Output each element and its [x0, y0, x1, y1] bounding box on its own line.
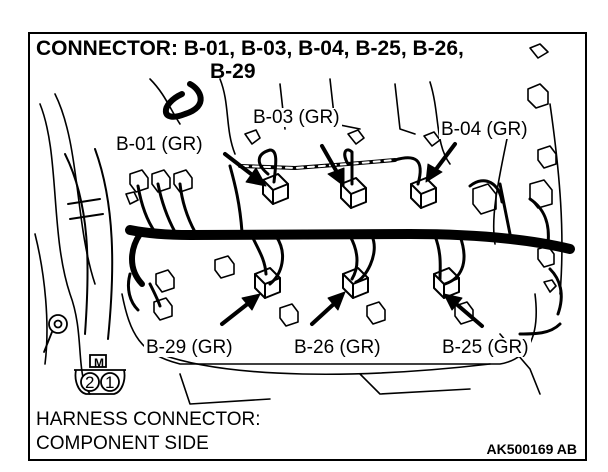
loop-wire [162, 81, 204, 120]
connector-b29 [254, 267, 281, 299]
callout-b03: B-03 (GR) [251, 107, 342, 128]
callout-b26: B-26 (GR) [292, 337, 383, 358]
callout-arrows [220, 142, 484, 328]
engine-harness-drawing [34, 43, 575, 405]
callout-b01: B-01 (GR) [114, 134, 205, 155]
title-line-2: B-29 [210, 60, 256, 83]
callout-b25: B-25 (GR) [440, 337, 531, 358]
hose-left [64, 148, 114, 340]
engine-outline [34, 78, 563, 405]
connector-b04 [410, 177, 437, 209]
connector-diagram: CONNECTOR: B-01, B-03, B-04, B-25, B-26,… [28, 32, 587, 461]
connector-face-symbol [74, 354, 126, 395]
callout-b04: B-04 (GR) [439, 119, 530, 140]
main-harness-lower [129, 231, 145, 287]
connector-b26 [342, 267, 369, 299]
connector-housing [74, 369, 126, 395]
pin-1-circle [100, 372, 120, 392]
connector-b03 [340, 177, 367, 209]
injector-leads-lower [250, 234, 466, 286]
main-harness [125, 225, 575, 254]
ground-terminal [43, 314, 68, 353]
other-connectors [125, 43, 557, 327]
callout-b29: B-29 (GR) [144, 337, 235, 358]
pin-1-label: 1 [105, 373, 115, 392]
upper-harness-dash [241, 159, 395, 169]
connector-tag-label: M [94, 356, 104, 370]
injector-leads-upper [257, 148, 422, 186]
pin-2-label: 2 [85, 373, 95, 392]
figure-id: AK500169 AB [486, 441, 577, 457]
connector-b25 [433, 267, 460, 299]
caption-line-1: HARNESS CONNECTOR: [36, 409, 261, 430]
caption-line-2: COMPONENT SIDE [36, 433, 209, 454]
connector-b01 [262, 173, 289, 205]
connector-lock-tab [89, 354, 107, 368]
title-line-1: CONNECTOR: B-01, B-03, B-04, B-25, B-26, [36, 37, 464, 60]
pin-2-circle [80, 372, 100, 392]
right-cluster-wires [468, 179, 563, 336]
lower-outline [159, 353, 491, 376]
